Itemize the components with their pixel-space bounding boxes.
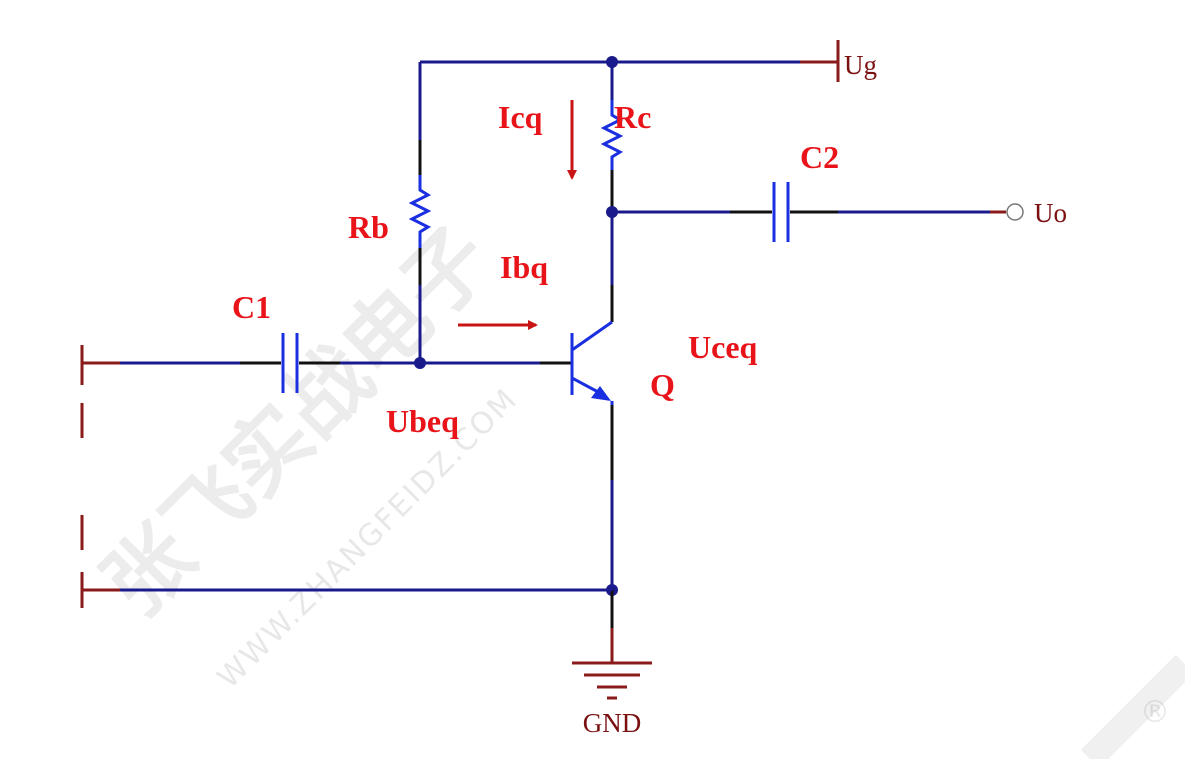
transistor-q: Uceq Q: [570, 320, 758, 405]
output-branch: C2 Uo: [612, 139, 1067, 242]
transistor-emitter-lead: [571, 376, 601, 395]
transistor-collector-lead: [571, 320, 613, 352]
emitter-branch: [606, 405, 618, 662]
ground-symbol: GND: [572, 661, 652, 738]
rb-branch: Rb: [348, 62, 432, 363]
q-label: Q: [650, 367, 675, 403]
rc-resistor: [600, 100, 624, 170]
rb-resistor: [408, 175, 432, 248]
rc-label: Rc: [614, 99, 651, 135]
watermark-stroke-br: [1080, 654, 1185, 759]
top-rail: Ug: [420, 40, 877, 82]
rb-label: Rb: [348, 209, 389, 245]
input-branch: C1 Ubeq Ibq: [80, 249, 572, 439]
collector-branch: Rc Icq: [498, 62, 651, 322]
watermark-trademark: ®: [1140, 695, 1172, 730]
c1-label: C1: [232, 289, 271, 325]
uo-label: Uo: [1034, 198, 1067, 228]
bottom-rail: [80, 572, 612, 608]
c2-label: C2: [800, 139, 839, 175]
gnd-label: GND: [583, 708, 642, 738]
node-base: [414, 357, 426, 369]
uo-terminal: [1006, 203, 1024, 221]
icq-label: Icq: [498, 99, 543, 135]
ubeq-label: Ubeq: [386, 403, 459, 439]
transistor-emitter-arrow: [591, 386, 611, 401]
ug-label: Ug: [844, 50, 877, 80]
ibq-label: Ibq: [500, 249, 548, 285]
uceq-label: Uceq: [688, 329, 758, 365]
